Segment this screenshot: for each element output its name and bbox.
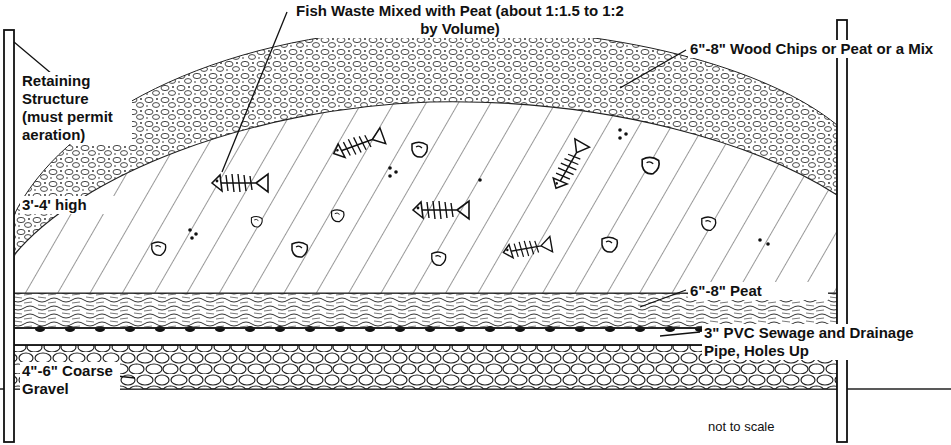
note-label: not to scale	[706, 418, 826, 436]
structure-label: Retaining Structure (must permit aeratio…	[20, 72, 132, 144]
layer-label: 6"-8" Peat	[688, 282, 828, 300]
note-label: Fish Waste Mixed with Peat (about 1:1.5 …	[290, 2, 630, 38]
pipe-label: 3" PVC Sewage and Drainage Pipe, Holes U…	[702, 324, 946, 360]
layer-label: 4"-6" Coarse Gravel	[20, 362, 120, 398]
layer-label: 6"-8" Wood Chips or Peat or a Mix	[688, 40, 946, 58]
dimension-label: 3'-4' high	[20, 196, 120, 214]
